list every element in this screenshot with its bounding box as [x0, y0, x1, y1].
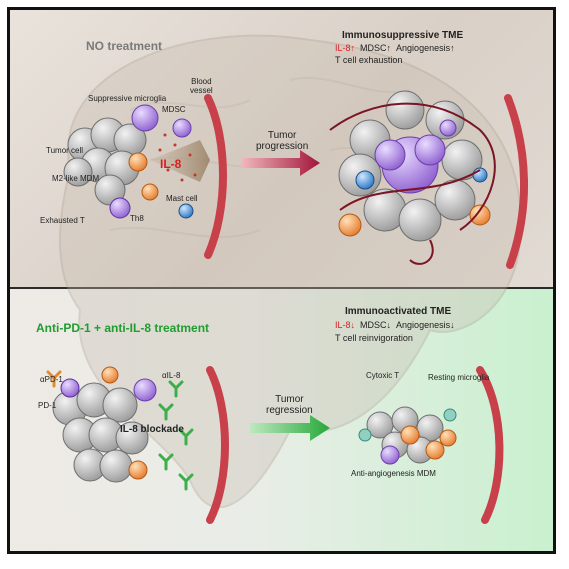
tumor-vasculature [329, 102, 496, 265]
blood-vessel-top-right [504, 94, 528, 269]
up-arrow-icon: ↑ [386, 43, 392, 53]
label-m2-like-mdm: M2-like MDM [52, 174, 100, 183]
label-il8-blockade: IL-8 blockade [120, 424, 184, 435]
label-blood-vessel: Blood vessel [190, 77, 213, 95]
down-arrow-icon: ↓ [350, 320, 356, 330]
label-mast-cell: Mast cell [166, 194, 198, 203]
blood-vessel-bottom-left [206, 366, 229, 524]
anti-pd1-antibody [46, 370, 62, 388]
il8-dots [158, 128, 197, 182]
bottom-marker-mdsc: MDSC [360, 320, 387, 330]
tumor-cluster-treated [52, 366, 157, 483]
mdsc-cell [172, 118, 192, 138]
down-arrow-icon: ↓ [450, 320, 455, 330]
label-tumor-progression: Tumor progression [256, 130, 309, 152]
mast-cell [178, 203, 194, 219]
up-arrow-icon: ↑ [450, 43, 455, 53]
label-mdsc: MDSC [162, 105, 186, 114]
label-th8: Th8 [130, 214, 144, 223]
label-pd1: PD-1 [38, 401, 57, 410]
tumor-mass-progressed [338, 90, 491, 242]
label-suppressive-microglia: Suppressive microglia [88, 94, 167, 103]
up-arrow-icon: ↑ [350, 43, 356, 53]
treatment-heading: Anti-PD-1 + anti-IL-8 treatment [36, 321, 210, 335]
label-il8: IL-8 [160, 157, 182, 171]
top-marker-il8: IL-8 [335, 43, 351, 53]
antibodies [158, 380, 194, 491]
label-cytotoxic-t: Cytoxic T [366, 371, 400, 380]
tumor-progression-arrow [242, 150, 320, 176]
label-tumor-regression: Tumor regression [266, 394, 313, 416]
top-marker-tcell: T cell exhaustion [335, 55, 403, 65]
blood-vessel-bottom-right [476, 366, 504, 524]
blood-vessel-top-left [204, 94, 227, 259]
label-tumor-cell: Tumor cell [46, 146, 84, 155]
tumor-regression-arrow [250, 415, 330, 441]
bottom-marker-row: IL-8↓ MDSC↓ Angiogenesis↓ [335, 320, 455, 331]
label-anti-angiogenesis-mdm: Anti-angiogenesis MDM [351, 469, 436, 478]
bottom-marker-tcell: T cell reinvigoration [335, 333, 413, 343]
top-marker-angiogenesis: Angiogenesis [396, 43, 451, 53]
bottom-marker-angiogenesis: Angiogenesis [396, 320, 451, 330]
tumor-cluster-untreated [63, 104, 159, 219]
diagram-graphics [46, 34, 528, 524]
figure-frame: NO treatment Immunosuppressive TME IL-8↑… [7, 7, 556, 554]
label-apd1: αPD-1 [40, 375, 63, 384]
top-marker-row: IL-8↑ MDSC↑ Angiogenesis↑ [335, 43, 455, 54]
label-ail8: αIL-8 [162, 371, 181, 380]
immunosuppressive-tme-title: Immunosuppressive TME [342, 30, 464, 41]
tumor-small-treated [358, 406, 457, 465]
panel-divider [10, 287, 553, 289]
label-resting-microglia: Resting microglia [428, 373, 490, 382]
immunoactivated-tme-title: Immunoactivated TME [345, 306, 452, 317]
label-exhausted-t: Exhausted T [40, 216, 85, 225]
no-treatment-heading: NO treatment [86, 39, 163, 53]
down-arrow-icon: ↓ [386, 320, 392, 330]
top-marker-mdsc: MDSC [360, 43, 387, 53]
bottom-marker-il8: IL-8 [335, 320, 351, 330]
il8-secretion-cone [150, 140, 210, 182]
